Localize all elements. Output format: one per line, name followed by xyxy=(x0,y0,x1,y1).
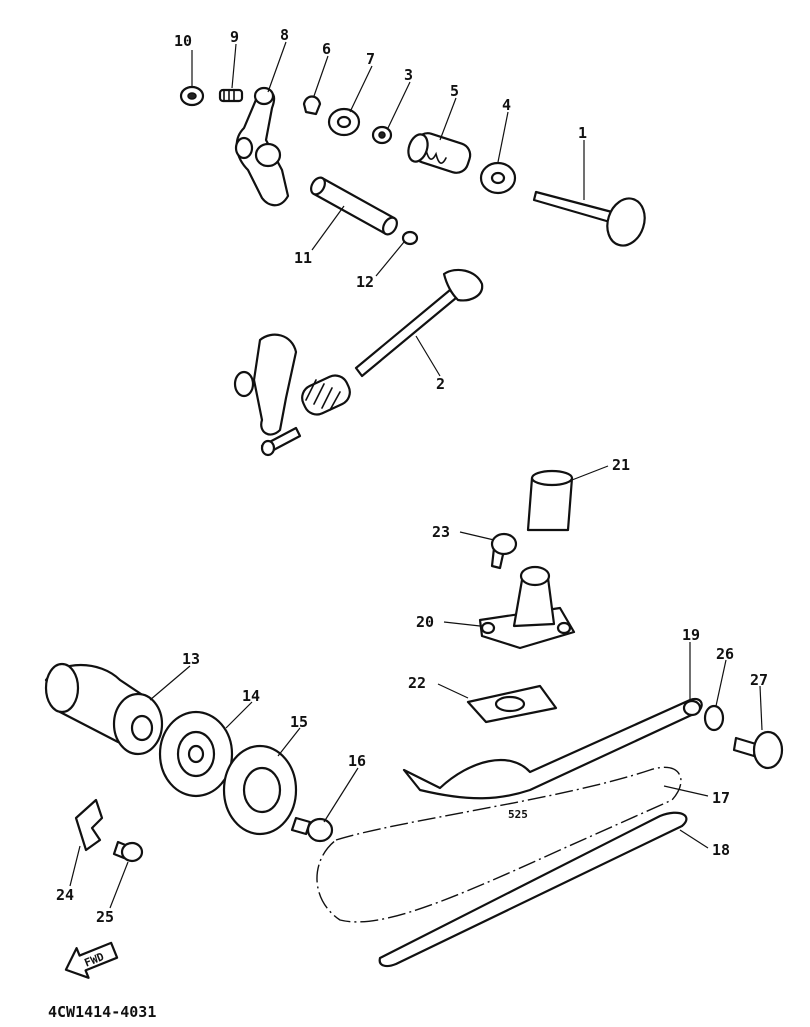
part-8-rocker-arm xyxy=(234,86,290,207)
callout-5: 5 xyxy=(450,82,459,100)
callout-14: 14 xyxy=(242,687,260,705)
part-3-spring-seat xyxy=(371,125,393,145)
callout-7: 7 xyxy=(366,50,375,68)
part-12-o-ring xyxy=(401,230,419,246)
part-21-tensioner-cap xyxy=(526,469,574,532)
callout-4: 4 xyxy=(502,96,511,114)
part-27-bolt xyxy=(732,730,784,770)
part-10-nut xyxy=(179,85,205,107)
part-6-valve-cotter xyxy=(302,95,322,116)
part-17-timing-chain: 525 xyxy=(316,766,682,923)
callout-23: 23 xyxy=(432,523,450,541)
part-2-valve xyxy=(354,268,484,378)
callout-12: 12 xyxy=(356,273,374,291)
part-7-spring-retainer xyxy=(327,107,361,137)
part-4-valve-stem-seal xyxy=(479,161,517,195)
part-14-sprocket xyxy=(158,710,234,798)
part-19-chain-guide xyxy=(402,697,703,800)
callout-21: 21 xyxy=(612,456,630,474)
callout-13: 13 xyxy=(182,650,200,668)
svg-text:525: 525 xyxy=(508,808,528,821)
fwd-arrow-icon: FWD xyxy=(64,941,119,979)
callout-17: 17 xyxy=(712,789,730,807)
callout-18: 18 xyxy=(712,841,730,859)
callout-25: 25 xyxy=(96,908,114,926)
part-25-bolt xyxy=(112,840,144,863)
leader-lines xyxy=(69,41,763,909)
part-16-bolt xyxy=(290,816,334,843)
callout-26: 26 xyxy=(716,645,734,663)
callout-20: 20 xyxy=(416,613,434,631)
callout-15: 15 xyxy=(290,713,308,731)
callout-22: 22 xyxy=(408,674,426,692)
part-22-gasket xyxy=(466,684,558,724)
callout-19: 19 xyxy=(682,626,700,644)
rocker-assembly xyxy=(233,333,351,457)
callout-11: 11 xyxy=(294,249,312,267)
part-9-adjusting-screw xyxy=(218,88,244,103)
part-1-valve xyxy=(532,190,646,247)
callout-10: 10 xyxy=(174,32,192,50)
part-20-tensioner-body xyxy=(478,565,576,650)
callout-6: 6 xyxy=(322,40,331,58)
part-26-washer xyxy=(703,704,725,732)
part-23-bolt xyxy=(490,532,518,570)
callout-1: 1 xyxy=(578,124,587,142)
part-5-valve-spring xyxy=(407,132,472,174)
diagram-code: 4CW1414-4031 xyxy=(48,1003,156,1021)
callout-2: 2 xyxy=(436,375,445,393)
part-24-plate xyxy=(74,798,104,852)
part-13-camshaft xyxy=(44,662,164,756)
callout-8: 8 xyxy=(280,26,289,44)
callout-27: 27 xyxy=(750,671,768,689)
callout-24: 24 xyxy=(56,886,74,904)
part-18-chain-guide xyxy=(378,811,688,968)
callout-9: 9 xyxy=(230,28,239,46)
callout-16: 16 xyxy=(348,752,366,770)
part-11-rocker-shaft xyxy=(310,176,398,236)
part-15-sprocket-plate xyxy=(222,744,298,836)
callout-3: 3 xyxy=(404,66,413,84)
